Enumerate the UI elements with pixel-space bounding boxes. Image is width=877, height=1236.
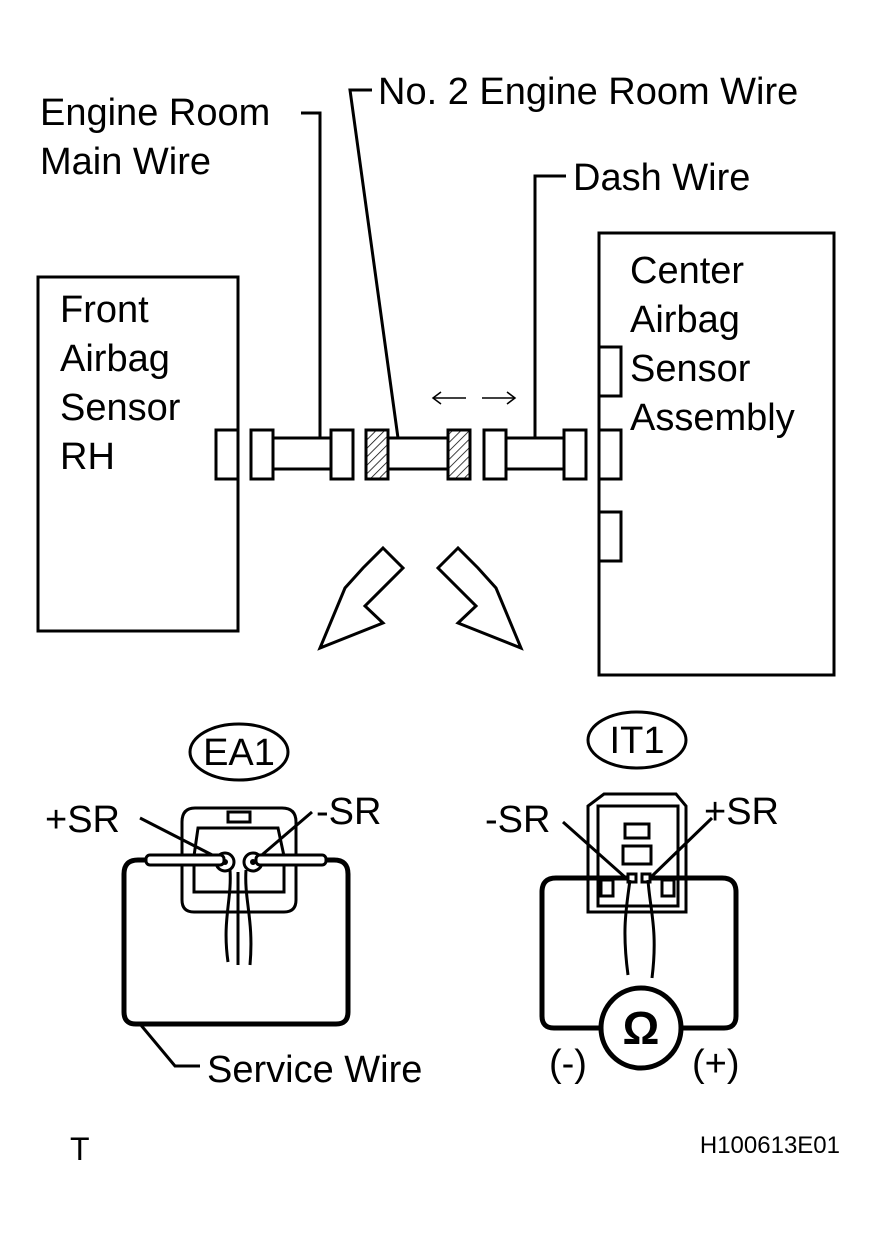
meter-loop-right	[650, 875, 739, 1031]
service-wire-label: Service Wire	[207, 1049, 422, 1091]
ea1-wire-1	[224, 869, 232, 963]
engine-room-main-wire-connector-left	[249, 428, 275, 481]
no2-engine-room-wire-label: No. 2 Engine Room Wire	[378, 71, 798, 113]
it1-wire-1	[623, 879, 632, 976]
no2-wire-connector-left	[364, 428, 390, 481]
dash-wire-connector-left	[482, 428, 508, 481]
it1-plus-sr-label: +SR	[704, 791, 779, 833]
service-wire-leader	[138, 1023, 200, 1068]
engine-room-main-wire-label-line1: Engine Room	[40, 92, 270, 134]
engine-room-main-wire-connector-right	[329, 428, 355, 481]
meter-negative-label: (-)	[549, 1043, 587, 1085]
center-sensor-label-1: Center	[630, 250, 744, 292]
no2-engine-room-wire-segment	[386, 436, 450, 471]
it1-connector-body	[586, 792, 688, 914]
center-sensor-connector-upper	[597, 345, 623, 398]
figure-code: H100613E01	[700, 1132, 840, 1159]
engine-room-main-wire-label-line2: Main Wire	[40, 141, 211, 183]
it1-plus-sr-leader	[648, 816, 714, 880]
ea1-connector-tag	[188, 722, 290, 782]
it1-connector-tag	[586, 710, 688, 770]
center-sensor-connector-lower	[597, 510, 623, 563]
center-sensor-label-4: Assembly	[630, 397, 795, 439]
front-sensor-label-1: Front	[60, 289, 149, 331]
service-wire-pin-right	[254, 853, 328, 867]
front-sensor-label-2: Airbag	[60, 338, 170, 380]
meter-positive-label: (+)	[692, 1043, 740, 1085]
front-sensor-label-3: Sensor	[60, 387, 181, 429]
disconnect-arrows-icon	[431, 391, 517, 405]
meter-loop-left	[539, 875, 628, 1031]
arrow-down-right-icon	[435, 545, 524, 651]
ea1-minus-sr-leader	[255, 810, 313, 862]
it1-minus-sr-leader	[562, 820, 627, 880]
it1-connector-label: IT1	[610, 720, 665, 762]
center-sensor-label-3: Sensor	[630, 348, 751, 390]
ea1-connector-label: EA1	[203, 732, 275, 774]
dash-wire-segment	[504, 436, 566, 471]
no2-wire-connector-right	[446, 428, 472, 481]
it1-wire-2	[646, 879, 656, 979]
dash-wire-connector-right	[562, 428, 588, 481]
front-sensor-label-4: RH	[60, 436, 115, 478]
ea1-plus-sr-label: +SR	[45, 799, 120, 841]
dash-wire-label: Dash Wire	[573, 157, 750, 199]
ohm-symbol: Ω	[623, 1002, 660, 1054]
engine-room-main-wire-segment	[271, 436, 333, 471]
ea1-plus-sr-leader	[139, 816, 223, 862]
arrow-down-left-icon	[317, 545, 406, 651]
corner-letter: T	[70, 1131, 90, 1167]
engine-room-main-wire-leader	[301, 111, 322, 438]
ohmmeter-icon	[598, 985, 684, 1071]
it1-minus-sr-label: -SR	[485, 799, 550, 841]
service-wire-pin-left	[144, 853, 226, 867]
front-sensor-connector	[214, 428, 240, 481]
ea1-minus-sr-label: -SR	[316, 791, 381, 833]
no2-engine-room-wire-leader	[348, 88, 400, 439]
service-wire-loop	[121, 857, 351, 1027]
center-sensor-connector-middle	[597, 428, 623, 481]
dash-wire-leader	[533, 174, 566, 438]
ea1-wire-2	[244, 869, 253, 966]
center-sensor-label-2: Airbag	[630, 299, 740, 341]
